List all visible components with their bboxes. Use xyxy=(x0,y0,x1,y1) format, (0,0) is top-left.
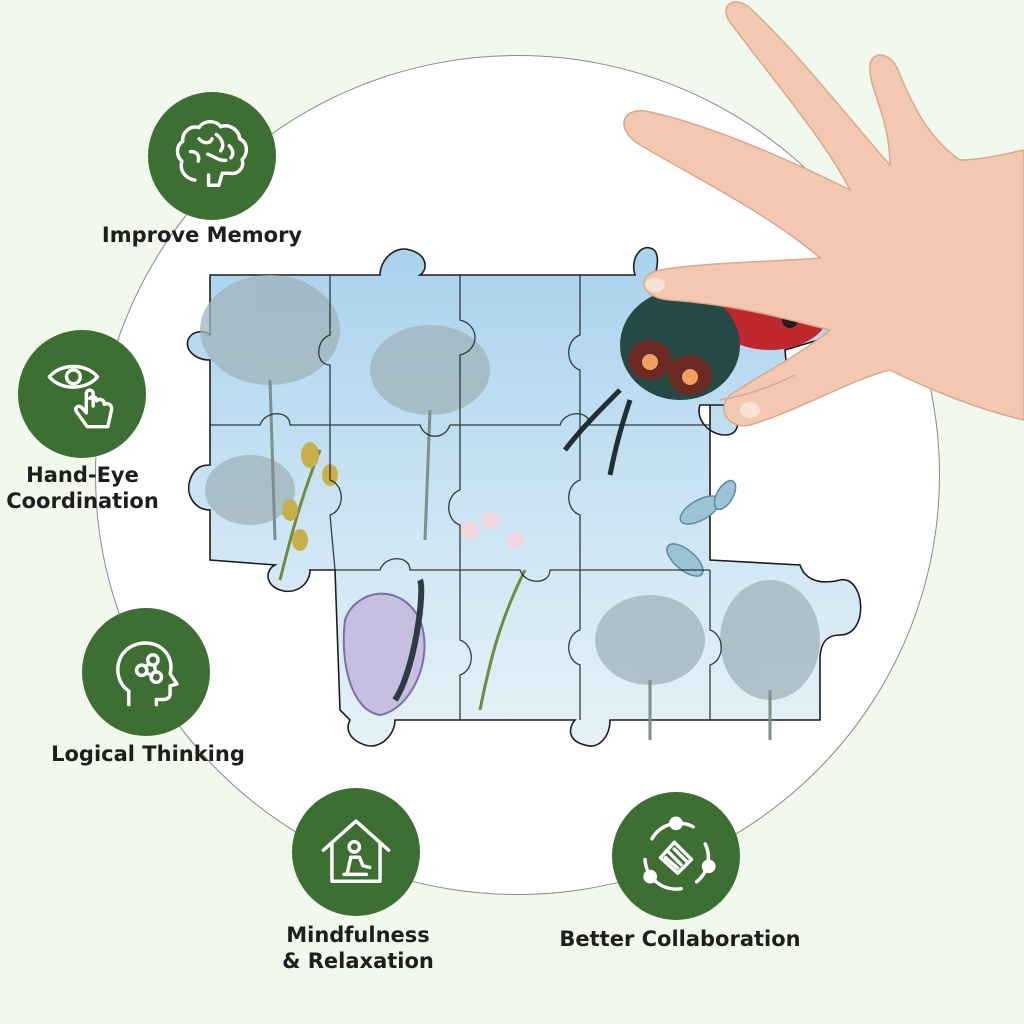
mindfulness-relaxation-badge xyxy=(292,788,420,916)
brain-icon xyxy=(175,119,249,187)
better-collaboration-label: Better Collaboration xyxy=(559,927,801,951)
hand-eye-coordination-badge xyxy=(18,330,146,458)
hand-eye-label-line1: Hand-Eye xyxy=(26,463,139,487)
jigsaw-puzzle-image xyxy=(186,246,862,747)
handshake-cycle-icon xyxy=(643,816,716,891)
logical-thinking-label: Logical Thinking xyxy=(51,742,245,766)
better-collaboration-badge xyxy=(612,792,740,920)
house-meditation-icon xyxy=(321,819,391,883)
head-molecule-icon xyxy=(116,641,179,707)
improve-memory-badge xyxy=(148,92,276,220)
eye-hand-icon xyxy=(47,364,114,429)
hand-eye-coordination-label: Hand-Eye Coordination xyxy=(0,462,165,514)
mindfulness-label-line2: & Relaxation xyxy=(282,949,434,973)
improve-memory-label: Improve Memory xyxy=(101,223,303,247)
mindfulness-label-line1: Mindfulness xyxy=(286,923,430,947)
logical-thinking-badge xyxy=(82,608,210,736)
hand-image xyxy=(623,1,1024,427)
mindfulness-relaxation-label: Mindfulness & Relaxation xyxy=(258,922,458,974)
hand-eye-label-line2: Coordination xyxy=(6,489,159,513)
